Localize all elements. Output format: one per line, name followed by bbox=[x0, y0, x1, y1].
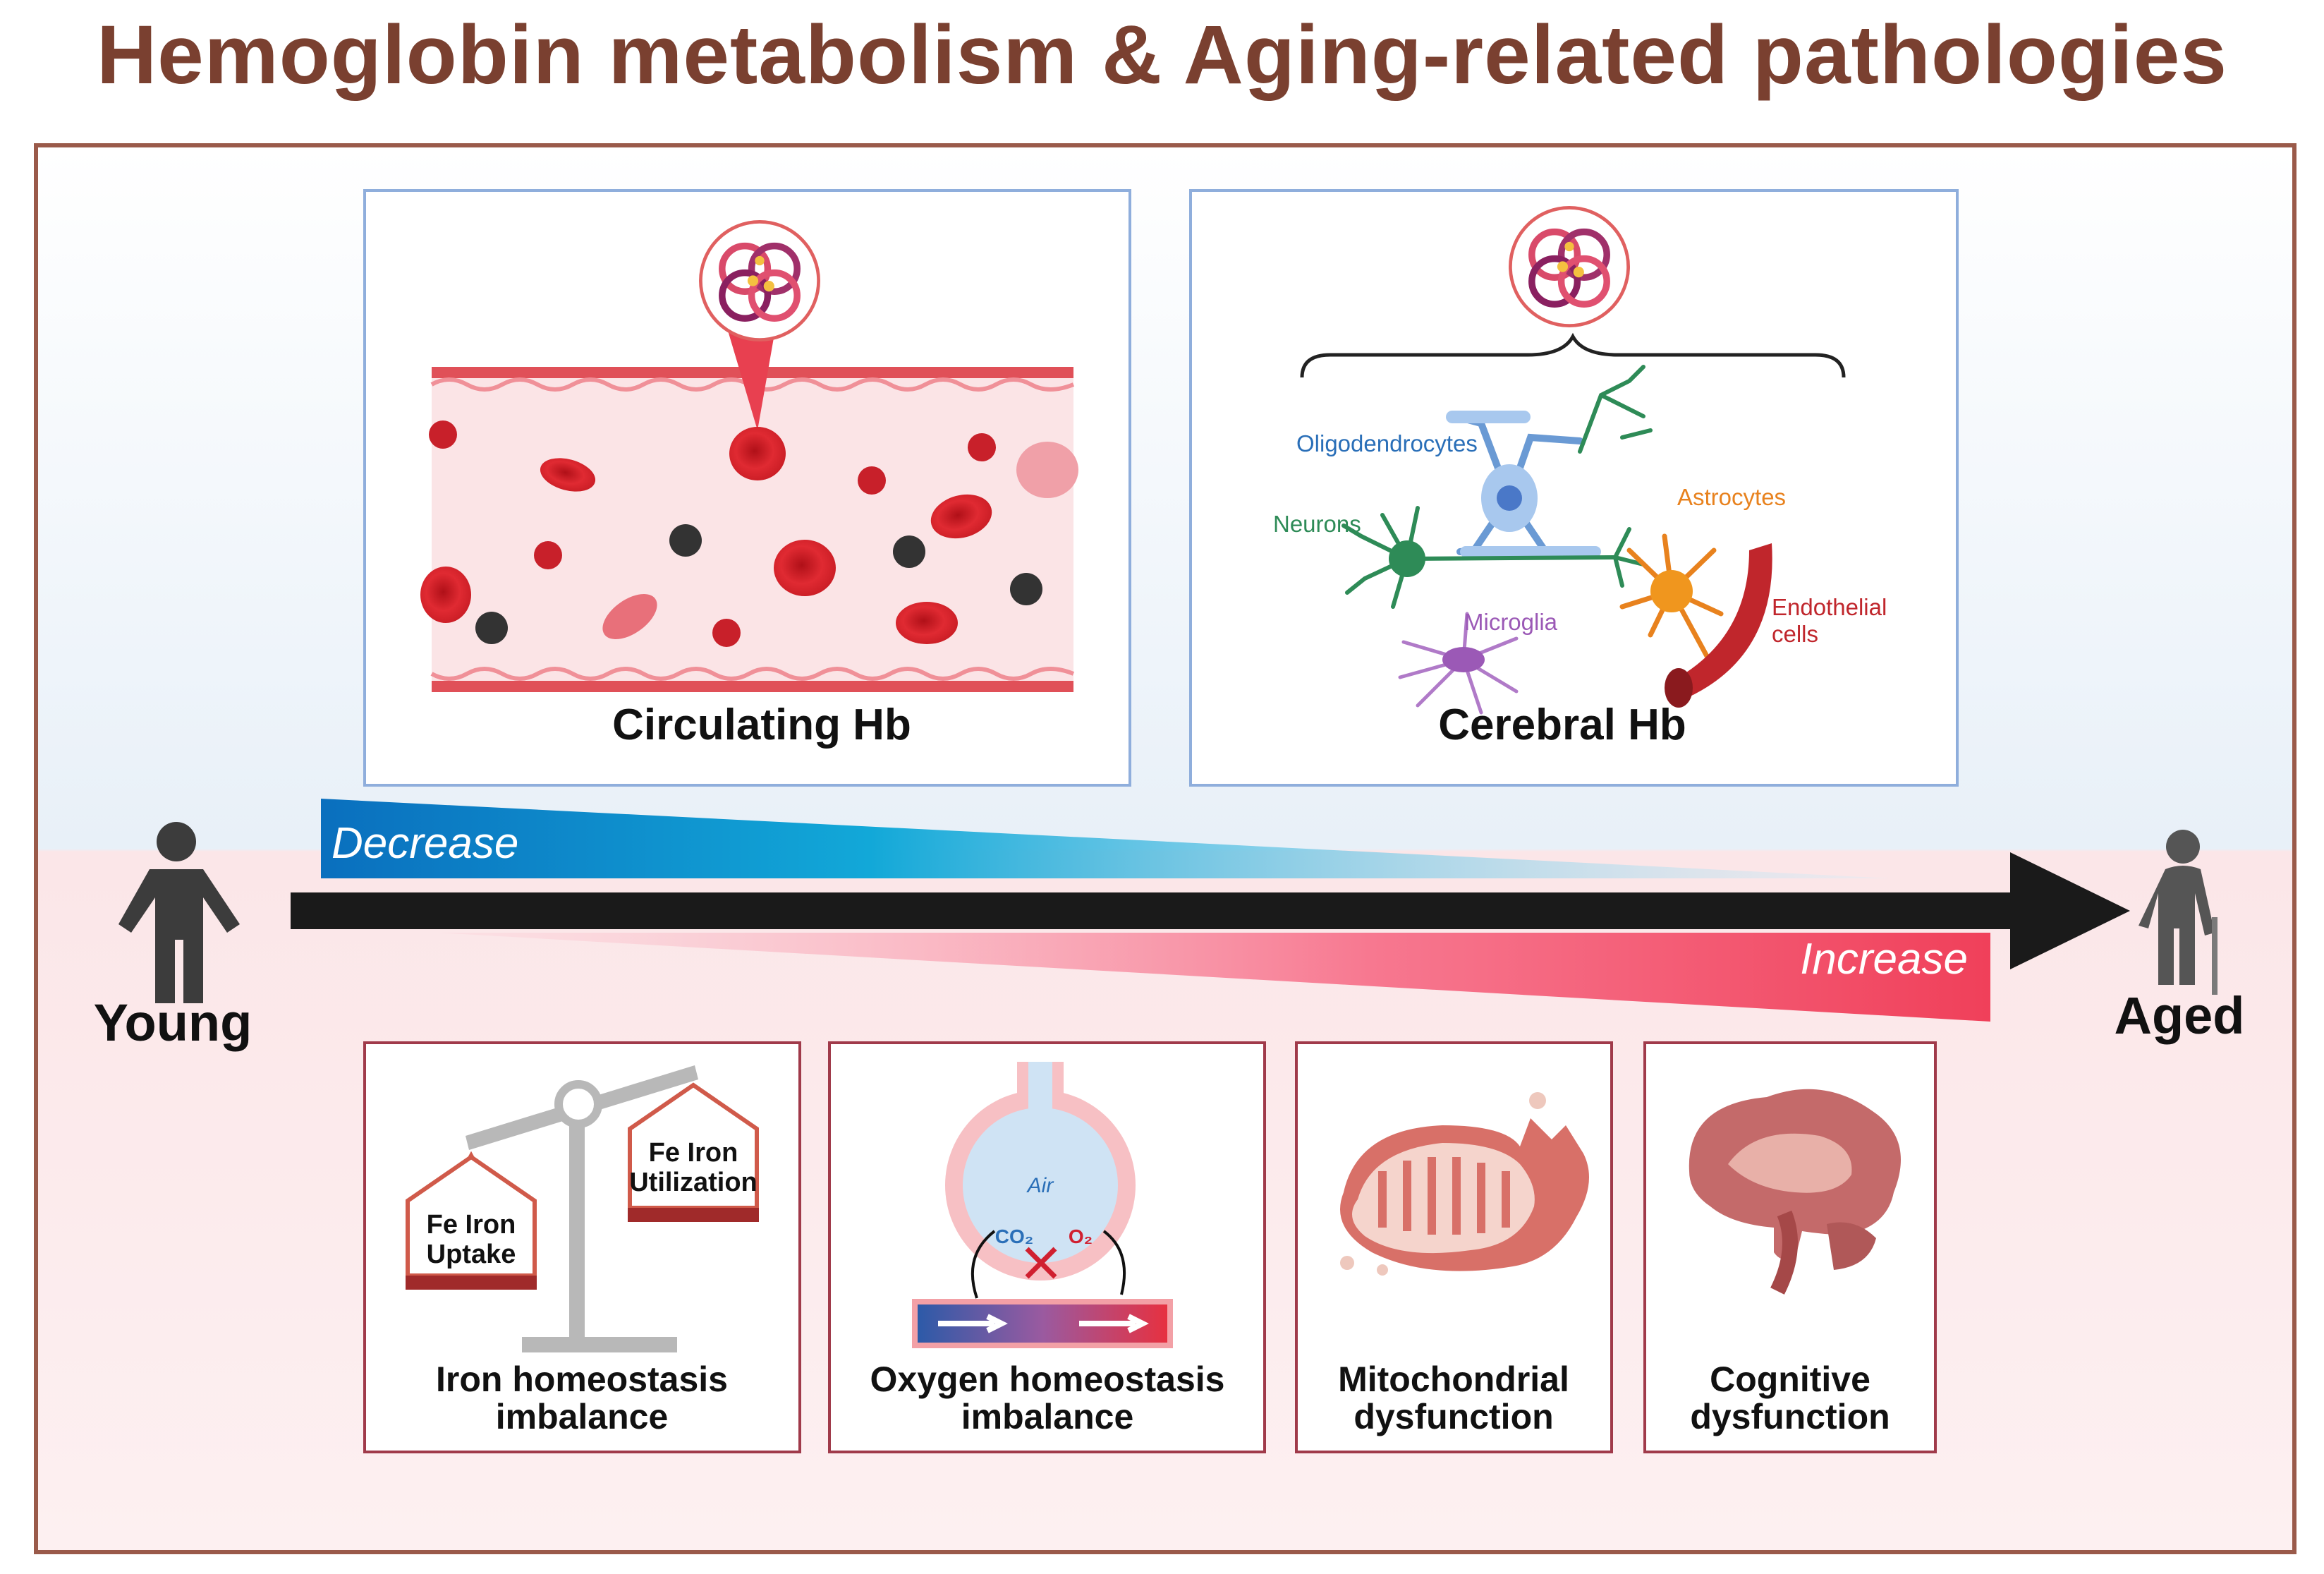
neuron-illustration bbox=[1342, 365, 1653, 609]
young-person-icon bbox=[118, 822, 240, 1003]
iron-balance-scale: Fe Iron Uptake Fe Iron Utilization bbox=[406, 1065, 759, 1352]
alveolus-gas-exchange: Air CO₂ O₂ bbox=[912, 1062, 1173, 1348]
iron-utilization-line2: Utilization bbox=[629, 1168, 758, 1197]
pathology-caption-oxygen-line1: Oxygen homeostasis bbox=[870, 1360, 1225, 1399]
hemoglobin-zoom-callout bbox=[700, 222, 818, 430]
mitochondrion-illustration bbox=[1340, 1092, 1589, 1276]
circulating-hb-panel: Circulating Hb bbox=[363, 189, 1131, 787]
pathology-caption-iron-line2: imbalance bbox=[496, 1397, 669, 1436]
label-microglia: Microglia bbox=[1464, 609, 1558, 635]
gas-molecules bbox=[429, 420, 1042, 647]
o2-label: O₂ bbox=[1069, 1225, 1093, 1247]
oligodendrocyte-illustration bbox=[1446, 411, 1601, 557]
red-blood-cells bbox=[420, 427, 1078, 644]
brain-illustration bbox=[1689, 1089, 1901, 1295]
blood-vessel-endothelial-illustration bbox=[1665, 543, 1772, 708]
pathology-caption-cognitive-line1: Cognitive bbox=[1710, 1360, 1870, 1399]
increase-gradient-wedge: Increase bbox=[437, 933, 1990, 1022]
cerebral-hb-caption: Cerebral Hb bbox=[1438, 701, 1686, 749]
hemoglobin-icon bbox=[1510, 207, 1628, 325]
increase-label: Increase bbox=[1800, 935, 1968, 983]
pathology-caption-mito-line2: dysfunction bbox=[1353, 1397, 1553, 1436]
pathology-caption-cognitive-line2: dysfunction bbox=[1690, 1397, 1890, 1436]
young-label: Young bbox=[94, 993, 253, 1052]
cell-types-brace bbox=[1300, 332, 1846, 378]
pathology-caption-oxygen-line2: imbalance bbox=[961, 1397, 1134, 1436]
iron-uptake-line1: Fe Iron bbox=[427, 1210, 516, 1240]
co2-label: CO₂ bbox=[995, 1225, 1033, 1247]
decrease-label: Decrease bbox=[331, 819, 518, 868]
label-neurons: Neurons bbox=[1273, 511, 1361, 537]
label-endothelial-line1: Endothelial bbox=[1772, 594, 1887, 620]
pathology-caption-mito-line1: Mitochondrial bbox=[1338, 1360, 1569, 1399]
label-oligodendrocytes: Oligodendrocytes bbox=[1296, 430, 1478, 456]
aged-person-icon bbox=[2139, 830, 2217, 995]
astrocyte-illustration bbox=[1619, 533, 1724, 659]
circulating-hb-caption: Circulating Hb bbox=[612, 701, 911, 749]
decrease-gradient-wedge: Decrease bbox=[321, 799, 1890, 878]
aged-label: Aged bbox=[2115, 986, 2245, 1045]
cerebral-hb-panel: Oligodendrocytes Neurons Astrocytes Micr… bbox=[1189, 189, 1959, 787]
iron-utilization-line1: Fe Iron bbox=[649, 1138, 738, 1168]
air-label: Air bbox=[1026, 1174, 1054, 1197]
iron-uptake-line2: Uptake bbox=[427, 1240, 516, 1269]
pathology-caption-iron-line1: Iron homeostasis bbox=[436, 1360, 728, 1399]
label-astrocytes: Astrocytes bbox=[1677, 484, 1786, 510]
figure-title: Hemoglobin metabolism & Aging-related pa… bbox=[96, 8, 2228, 102]
aging-timeline-arrow bbox=[291, 852, 2130, 969]
label-endothelial-line2: cells bbox=[1772, 621, 1818, 647]
microglia-illustration bbox=[1398, 612, 1519, 715]
